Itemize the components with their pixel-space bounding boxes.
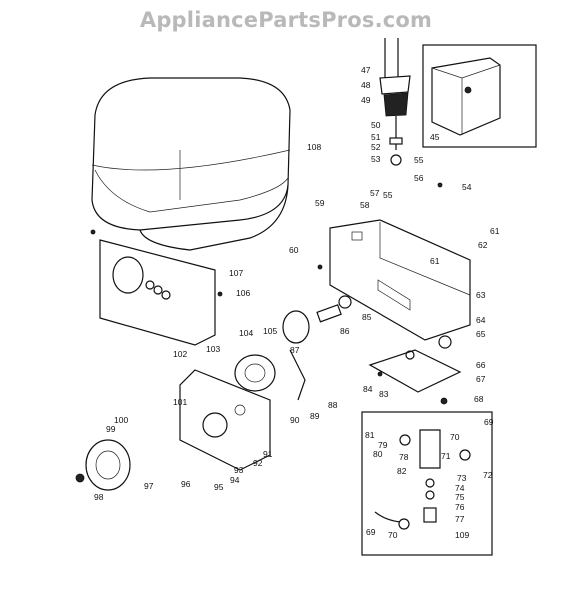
callout-p60: 60 <box>289 245 299 255</box>
callout-p61b: 61 <box>430 256 440 266</box>
callout-p47: 47 <box>361 65 371 75</box>
callout-p74: 74 <box>455 483 465 493</box>
callout-p94: 94 <box>230 475 240 485</box>
callout-p73: 73 <box>457 473 467 483</box>
callout-p108: 108 <box>307 142 321 152</box>
callout-p95: 95 <box>214 482 224 492</box>
callout-p85: 85 <box>362 312 372 322</box>
callout-p101: 101 <box>173 397 187 407</box>
callout-p91: 91 <box>263 449 273 459</box>
watermark: AppliancePartsPros.com <box>139 8 433 32</box>
housing-bracket-part <box>329 219 471 341</box>
callout-p45: 45 <box>430 132 440 142</box>
valve-inset <box>361 411 493 556</box>
callout-p98: 98 <box>94 492 104 502</box>
callout-p96: 96 <box>181 479 191 489</box>
callout-p56: 56 <box>414 173 424 183</box>
callout-p92: 92 <box>253 458 263 468</box>
callout-p63: 63 <box>476 290 486 300</box>
screws <box>90 182 448 405</box>
transformer-inset <box>422 44 537 148</box>
pump-stack-part <box>379 38 411 166</box>
knob-part <box>75 439 131 491</box>
callout-p59: 59 <box>315 198 325 208</box>
callout-p52: 52 <box>371 142 381 152</box>
callout-p69b: 69 <box>366 527 376 537</box>
callout-p50: 50 <box>371 120 381 130</box>
callout-p109: 109 <box>455 530 469 540</box>
callout-p61a: 61 <box>490 226 500 236</box>
callout-p87: 87 <box>290 345 300 355</box>
callout-p76: 76 <box>455 502 465 512</box>
callout-p77: 77 <box>455 514 465 524</box>
cover-part <box>91 77 291 251</box>
callout-p49: 49 <box>361 95 371 105</box>
callout-p68: 68 <box>474 394 484 404</box>
callout-p72: 72 <box>483 470 493 480</box>
callout-p75: 75 <box>455 492 465 502</box>
callout-p78: 78 <box>399 452 409 462</box>
callout-p107: 107 <box>229 268 243 278</box>
callout-p67: 67 <box>476 374 486 384</box>
callout-p57: 57 <box>370 188 380 198</box>
callout-p65: 65 <box>476 329 486 339</box>
callout-p53: 53 <box>371 154 381 164</box>
callout-p79: 79 <box>378 440 388 450</box>
callout-p93: 93 <box>234 465 244 475</box>
callout-p70b: 70 <box>388 530 398 540</box>
callout-p100: 100 <box>114 415 128 425</box>
callout-p66: 66 <box>476 360 486 370</box>
callout-p80: 80 <box>373 449 383 459</box>
callout-p104: 104 <box>239 328 253 338</box>
callout-p62: 62 <box>478 240 488 250</box>
callout-p51: 51 <box>371 132 381 142</box>
front-panel-part <box>99 239 216 346</box>
callout-p105: 105 <box>263 326 277 336</box>
callout-p54: 54 <box>462 182 472 192</box>
valve-plate-part <box>368 335 462 393</box>
callout-p89: 89 <box>310 411 320 421</box>
callout-p70a: 70 <box>450 432 460 442</box>
callout-p55a: 55 <box>414 155 424 165</box>
motor-part <box>234 354 276 392</box>
timer-plate-part <box>179 369 271 471</box>
callout-p58: 58 <box>360 200 370 210</box>
callout-p84: 84 <box>363 384 373 394</box>
callout-p90: 90 <box>290 415 300 425</box>
callout-p99: 99 <box>106 424 116 434</box>
callout-p83: 83 <box>379 389 389 399</box>
callout-p82: 82 <box>397 466 407 476</box>
callout-p55b: 55 <box>383 190 393 200</box>
callout-p106: 106 <box>236 288 250 298</box>
callout-p97: 97 <box>144 481 154 491</box>
callout-p88: 88 <box>328 400 338 410</box>
callout-p69a: 69 <box>484 417 494 427</box>
callout-p71: 71 <box>441 451 451 461</box>
disc-shaft-part <box>282 295 352 401</box>
callout-p103: 103 <box>206 344 220 354</box>
callout-p48: 48 <box>361 80 371 90</box>
callout-p102: 102 <box>173 349 187 359</box>
callout-p86: 86 <box>340 326 350 336</box>
callout-p81: 81 <box>365 430 375 440</box>
callout-p64: 64 <box>476 315 486 325</box>
